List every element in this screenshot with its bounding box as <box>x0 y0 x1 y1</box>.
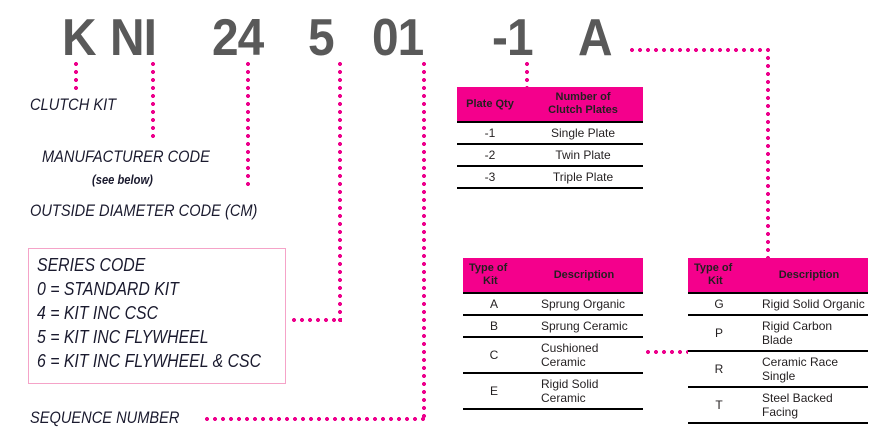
table-row: G Rigid Solid Organic <box>688 292 868 315</box>
connector-type-of-kit-horizontal <box>630 48 770 52</box>
plate-qty-header-line2: Clutch Plates <box>548 104 618 116</box>
plate-qty-header-line1: Number of <box>555 91 611 103</box>
code-segment-sequence: 01 <box>372 9 424 67</box>
code-segment-plate-qty: -1 <box>492 9 534 67</box>
code-segment-manufacturer: NI <box>110 9 157 67</box>
kit-type-right-description-0: Rigid Solid Organic <box>750 292 868 315</box>
connector-outside-diameter <box>246 62 250 190</box>
plate-qty-header-code: Plate Qty <box>457 87 523 122</box>
label-sequence-number: SEQUENCE NUMBER <box>30 408 180 427</box>
connector-series-code-horizontal <box>292 318 342 322</box>
kit-type-right-header-line1: Type of <box>694 262 733 274</box>
kit-type-right-description-2: Ceramic Race Single <box>750 350 868 387</box>
table-row: R Ceramic Race Single <box>688 350 868 387</box>
connector-manufacturer-code <box>151 62 155 140</box>
kit-type-table-left: Type of Kit Description A Sprung Organic… <box>463 258 643 410</box>
kit-type-right-code-0: G <box>688 292 750 315</box>
kit-type-table-right: Type of Kit Description G Rigid Solid Or… <box>688 258 868 424</box>
kit-type-right-code-1: P <box>688 314 750 351</box>
kit-type-left-description-3: Rigid Solid Ceramic <box>525 372 643 410</box>
connector-kit-tables-link <box>638 350 688 354</box>
kit-type-right-code-2: R <box>688 350 750 387</box>
table-row: E Rigid Solid Ceramic <box>463 372 643 410</box>
connector-series-code-vertical <box>338 62 342 322</box>
kit-type-right-header-line2: Kit <box>708 275 723 287</box>
kit-type-right-description-1: Rigid Carbon Blade <box>750 314 868 351</box>
kit-type-left-code-0: A <box>463 292 525 315</box>
kit-type-left-header-code: Type of Kit <box>463 258 525 293</box>
series-code-line-3: 6 = KIT INC FLYWHEEL & CSC <box>37 351 262 371</box>
label-outside-diameter-code: OUTSIDE DIAMETER CODE (CM) <box>30 201 258 220</box>
connector-plate-qty-table <box>525 62 529 88</box>
connector-sequence-number-horizontal <box>205 417 425 421</box>
connector-clutch-kit <box>74 62 78 90</box>
kit-type-left-description-2: Cushioned Ceramic <box>525 336 643 373</box>
kit-type-left-header-description: Description <box>525 258 643 293</box>
kit-type-left-code-3: E <box>463 372 525 410</box>
table-row: B Sprung Ceramic <box>463 314 643 337</box>
series-code-box: SERIES CODE 0 = STANDARD KIT 4 = KIT INC… <box>28 248 286 384</box>
table-row: C Cushioned Ceramic <box>463 336 643 373</box>
kit-type-left-description-0: Sprung Organic <box>525 292 643 315</box>
plate-qty-code-0: -1 <box>457 121 523 144</box>
kit-type-left-header-line1: Type of <box>469 262 508 274</box>
kit-type-right-code-3: T <box>688 386 750 424</box>
code-segment-series: 5 <box>308 9 335 67</box>
table-header-row: Type of Kit Description <box>463 258 643 293</box>
series-code-line-2: 5 = KIT INC FLYWHEEL <box>37 327 209 347</box>
series-code-line-0: 0 = STANDARD KIT <box>37 279 179 299</box>
table-row: -1 Single Plate <box>457 121 643 144</box>
code-segment-clutch-kit: K <box>62 9 97 67</box>
code-segment-type-of-kit: A <box>578 9 613 67</box>
label-clutch-kit: CLUTCH KIT <box>30 95 117 114</box>
series-code-line-1: 4 = KIT INC CSC <box>37 303 159 323</box>
plate-qty-description-2: Triple Plate <box>523 165 643 189</box>
kit-type-left-header-line2: Kit <box>483 275 498 287</box>
kit-type-right-header-code: Type of Kit <box>688 258 750 293</box>
code-segment-outside-diameter: 24 <box>212 9 264 67</box>
plate-qty-code-2: -3 <box>457 165 523 189</box>
plate-qty-description-0: Single Plate <box>523 121 643 144</box>
label-manufacturer-code-note: (see below) <box>92 172 153 187</box>
table-row: -2 Twin Plate <box>457 143 643 166</box>
label-manufacturer-code: MANUFACTURER CODE <box>42 147 210 166</box>
table-header-row: Type of Kit Description <box>688 258 868 293</box>
kit-type-left-code-2: C <box>463 336 525 373</box>
plate-qty-table: Plate Qty Number of Clutch Plates -1 Sin… <box>457 87 643 189</box>
kit-type-right-description-3: Steel Backed Facing <box>750 386 868 424</box>
kit-type-left-description-1: Sprung Ceramic <box>525 314 643 337</box>
plate-qty-description-1: Twin Plate <box>523 143 643 166</box>
series-code-title: SERIES CODE <box>37 255 146 275</box>
connector-type-of-kit-vertical <box>766 48 770 260</box>
table-row: A Sprung Organic <box>463 292 643 315</box>
kit-type-right-header-description: Description <box>750 258 868 293</box>
kit-type-left-code-1: B <box>463 314 525 337</box>
connector-sequence-number-vertical <box>422 62 426 420</box>
plate-qty-code-1: -2 <box>457 143 523 166</box>
table-row: -3 Triple Plate <box>457 165 643 189</box>
table-header-row: Plate Qty Number of Clutch Plates <box>457 87 643 122</box>
table-row: P Rigid Carbon Blade <box>688 314 868 351</box>
table-row: T Steel Backed Facing <box>688 386 868 424</box>
plate-qty-header-description: Number of Clutch Plates <box>523 87 643 122</box>
